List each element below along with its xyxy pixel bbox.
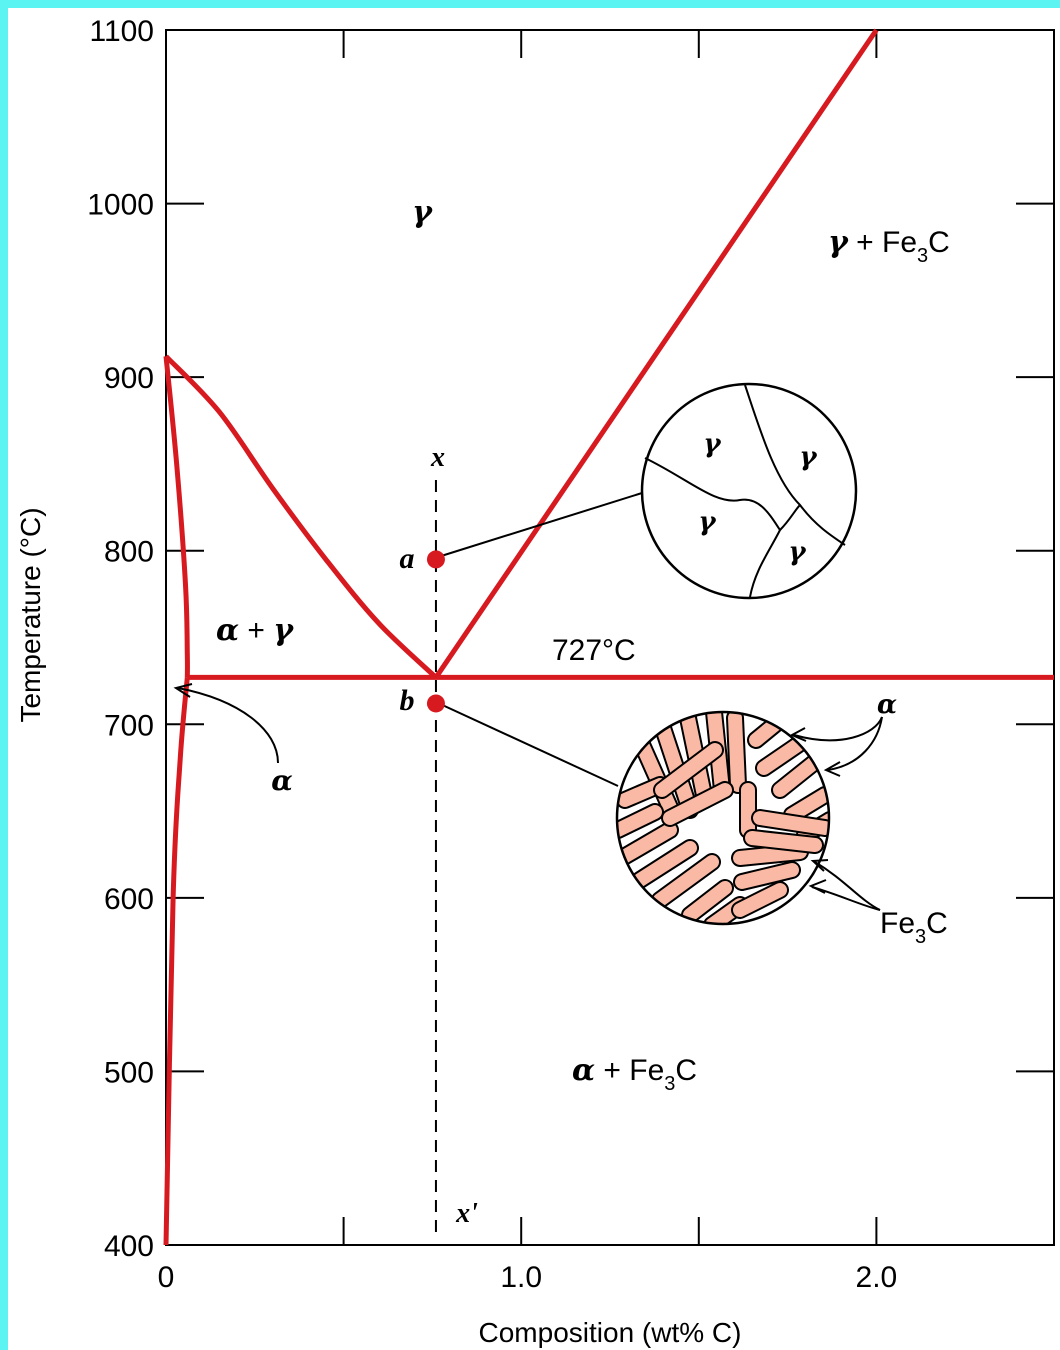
x-tick-label: 1.0 <box>500 1261 542 1294</box>
point-b-label: b <box>400 684 415 717</box>
arrowhead <box>808 879 827 894</box>
lamella <box>655 718 697 817</box>
x-axis-title: Composition (wt% C) <box>479 1317 742 1348</box>
lamella <box>663 783 732 825</box>
alpha-callout-arrow <box>827 716 883 771</box>
lamella <box>653 855 719 907</box>
plot-frame <box>165 29 1055 1246</box>
point-b-marker <box>426 694 445 713</box>
pearlite-lamellae <box>617 712 829 924</box>
x-tick-label: 2.0 <box>856 1261 898 1294</box>
grain-boundary <box>744 384 846 546</box>
point-a-label: a <box>400 542 415 575</box>
lamella <box>753 811 829 835</box>
lamella <box>785 788 829 822</box>
line-bottom-label: x' <box>455 1198 478 1229</box>
line-top-label: x <box>430 442 445 473</box>
point-b-leader <box>437 702 619 787</box>
y-tick-label: 800 <box>104 536 154 569</box>
lamella <box>633 733 679 819</box>
y-tick-label: 400 <box>104 1230 154 1263</box>
a3-boundary-line <box>164 354 438 680</box>
lamella <box>733 845 807 865</box>
alpha-solvus-upper-line <box>163 356 190 678</box>
eutectoid-temperature-label: 727°C <box>552 634 636 667</box>
pearlite-inset-circle <box>615 710 831 926</box>
lamella <box>733 883 787 917</box>
grain-boundary <box>644 457 782 598</box>
grain-boundary <box>779 504 801 531</box>
alpha-pointer-curve <box>177 687 279 764</box>
point-a-leader <box>437 492 643 558</box>
region-alpha-gamma-label: α + γ <box>216 613 294 648</box>
y-axis-title: Temperature (°C) <box>15 507 46 722</box>
alpha-callout-arrow <box>793 716 883 742</box>
grain-label: γ <box>698 507 717 537</box>
grain-label: γ <box>788 537 807 567</box>
austenite-grain-inset: γ γ γ γ <box>640 382 858 600</box>
fe3c-callout-label: Fe3C <box>880 907 948 948</box>
arrowhead <box>789 727 807 742</box>
fe3c-callout-arrow <box>811 886 881 911</box>
fe3c-callout-arrow <box>814 861 881 911</box>
lamella <box>633 841 697 887</box>
region-gamma-label: γ <box>412 195 433 230</box>
lamella <box>655 743 722 797</box>
lamella <box>728 712 745 792</box>
y-axis-ticks: 400 500 600 700 800 900 1000 1100 <box>87 15 1054 1263</box>
lamella <box>683 881 732 922</box>
x-axis-ticks: 0 1.0 2.0 <box>158 30 898 1294</box>
alpha-callout-label: α <box>877 690 897 720</box>
lamella <box>617 823 677 865</box>
lamella <box>617 805 662 837</box>
pearlite-inset <box>615 710 831 926</box>
alpha-solvus-lower-line <box>163 677 190 1246</box>
grain-label: γ <box>703 429 722 459</box>
lamella <box>757 735 809 775</box>
y-tick-label: 900 <box>104 362 154 395</box>
acm-boundary-line <box>433 28 879 679</box>
y-tick-label: 1100 <box>89 15 154 48</box>
y-tick-label: 1000 <box>87 189 154 222</box>
arrowhead <box>823 761 841 777</box>
austenite-inset-circle <box>640 382 858 600</box>
y-tick-label: 700 <box>104 709 154 742</box>
lamella <box>745 831 822 852</box>
arrowhead <box>810 859 829 872</box>
point-a-marker <box>426 550 445 569</box>
lamella <box>735 863 799 889</box>
grain-label: γ <box>799 442 818 472</box>
y-tick-label: 600 <box>104 883 154 916</box>
alpha-pointer-label: α <box>271 764 293 797</box>
region-alpha-fe3c-label: α + Fe3C <box>572 1053 697 1095</box>
x-tick-label: 0 <box>158 1261 175 1294</box>
lamella <box>773 755 822 797</box>
y-tick-label: 500 <box>104 1056 154 1089</box>
alpha-pointer-arrowhead <box>173 683 193 698</box>
region-gamma-fe3c-label: γ + Fe3C <box>828 225 950 267</box>
